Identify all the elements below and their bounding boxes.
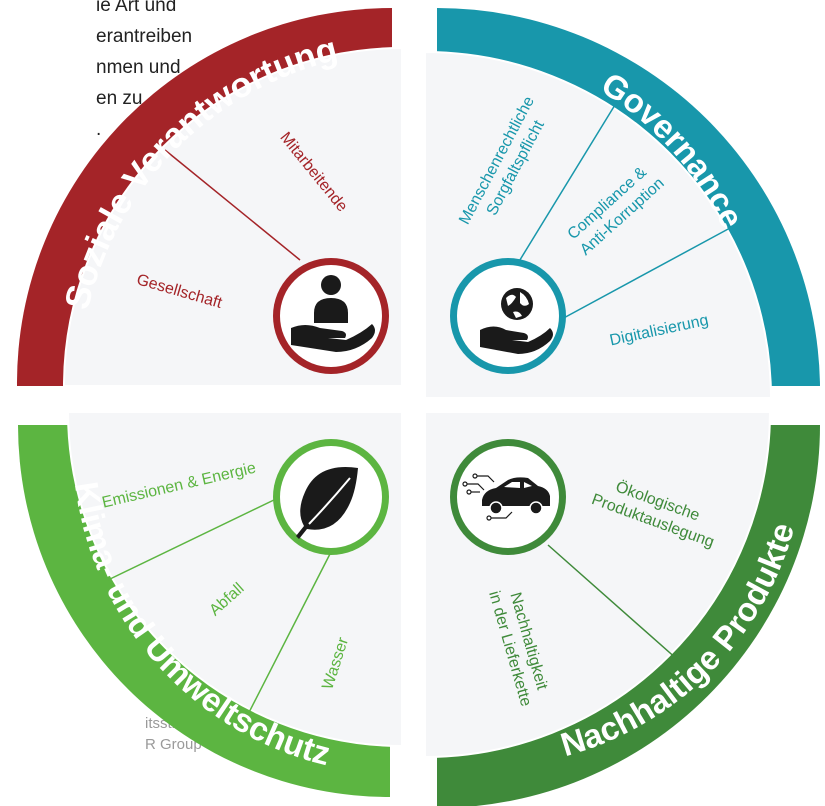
caption-line: R Group	[145, 736, 202, 753]
social-divider	[164, 149, 301, 261]
climate-divider	[239, 549, 333, 731]
governance-divider	[559, 227, 731, 321]
climate-divider	[107, 497, 279, 581]
quadrant-products: Nachhaltige Produkte Ökologische Produkt…	[424, 411, 820, 806]
hand-globe-icon	[480, 288, 553, 354]
background-line: nmen und	[96, 57, 181, 78]
background-line: en zu	[96, 88, 143, 109]
hand-person-icon	[291, 275, 375, 352]
background-line: ie Art und	[96, 0, 177, 16]
quadrant-climate: Klima- und Umweltschutz Emissionen & Ene…	[18, 411, 403, 797]
background-line: .	[96, 119, 102, 140]
background-paragraph: ie Art und erantreiben nmen und en zu .	[96, 0, 192, 145]
products-divider	[547, 544, 679, 661]
background-line: erantreiben	[96, 26, 193, 47]
quadrant-governance: Governance Menschenrechtliche Sorgfaltsp…	[424, 8, 820, 399]
circuit-car-icon	[462, 473, 550, 521]
governance-divider	[514, 99, 619, 269]
quadrant-social: Soziale Verantwortung Mitarbeitende Gese…	[16, 7, 403, 387]
leaf-vein	[308, 477, 351, 525]
